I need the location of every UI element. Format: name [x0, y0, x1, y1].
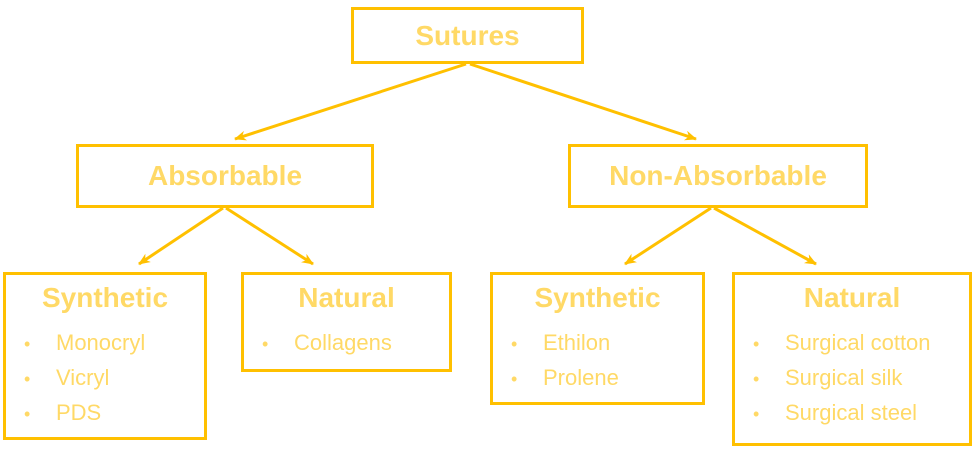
list-item: • Ethilon: [511, 326, 694, 361]
node-absorbable-synthetic: Synthetic • Monocryl • Vicryl • PDS: [3, 272, 207, 440]
node-label: Natural: [298, 282, 395, 313]
node-label: Natural: [803, 282, 901, 313]
node-label: Absorbable: [147, 160, 303, 191]
arrow-absorbable-to-synthetic: [138, 206, 224, 266]
arrow-non-absorbable-to-synthetic: [624, 206, 712, 266]
bullet-icon: •: [262, 334, 269, 354]
node-non-absorbable: Non-Absorbable: [568, 144, 868, 208]
list-item: • PDS: [24, 396, 196, 431]
item-list: • Ethilon • Prolene: [501, 326, 694, 396]
bullet-icon: •: [24, 369, 31, 389]
node-label: Sutures: [415, 19, 520, 51]
item-list: • Monocryl • Vicryl • PDS: [14, 326, 196, 431]
bullet-icon: •: [24, 404, 31, 424]
bullet-icon: •: [753, 334, 760, 354]
item-label: Monocryl: [56, 330, 146, 355]
bullet-icon: •: [24, 334, 31, 354]
node-non-absorbable-synthetic: Synthetic • Ethilon • Prolene: [490, 272, 705, 405]
arrow-sutures-to-non-absorbable: [469, 62, 697, 141]
item-label: Surgical cotton: [785, 330, 931, 355]
bullet-icon: •: [753, 369, 760, 389]
bullet-icon: •: [511, 369, 518, 389]
item-label: Prolene: [543, 365, 619, 390]
arrow-non-absorbable-to-natural: [713, 206, 817, 266]
bullet-icon: •: [753, 404, 760, 424]
list-item: • Monocryl: [24, 326, 196, 361]
item-list: • Surgical cotton • Surgical silk • Surg…: [743, 326, 961, 431]
item-list: • Collagens: [252, 326, 441, 361]
item-label: Ethilon: [543, 330, 611, 355]
item-label: Collagens: [294, 330, 392, 355]
item-label: PDS: [56, 400, 102, 425]
item-label: Vicryl: [56, 365, 110, 390]
node-absorbable: Absorbable: [76, 144, 374, 208]
node-label: Synthetic: [534, 282, 661, 313]
node-label: Synthetic: [41, 282, 169, 313]
item-label: Surgical steel: [785, 400, 918, 425]
node-absorbable-natural: Natural • Collagens: [241, 272, 452, 372]
list-item: • Surgical cotton: [753, 326, 961, 361]
list-item: • Surgical silk: [753, 361, 961, 396]
list-item: • Vicryl: [24, 361, 196, 396]
node-non-absorbable-natural: Natural • Surgical cotton • Surgical sil…: [732, 272, 972, 446]
bullet-icon: •: [511, 334, 518, 354]
node-label: Non-Absorbable: [609, 160, 827, 191]
arrow-absorbable-to-natural: [225, 206, 314, 266]
list-item: • Surgical steel: [753, 396, 961, 431]
node-sutures: Sutures: [351, 7, 584, 64]
list-item: • Collagens: [262, 326, 441, 361]
arrow-sutures-to-absorbable: [234, 62, 467, 141]
list-item: • Prolene: [511, 361, 694, 396]
item-label: Surgical silk: [785, 365, 903, 390]
